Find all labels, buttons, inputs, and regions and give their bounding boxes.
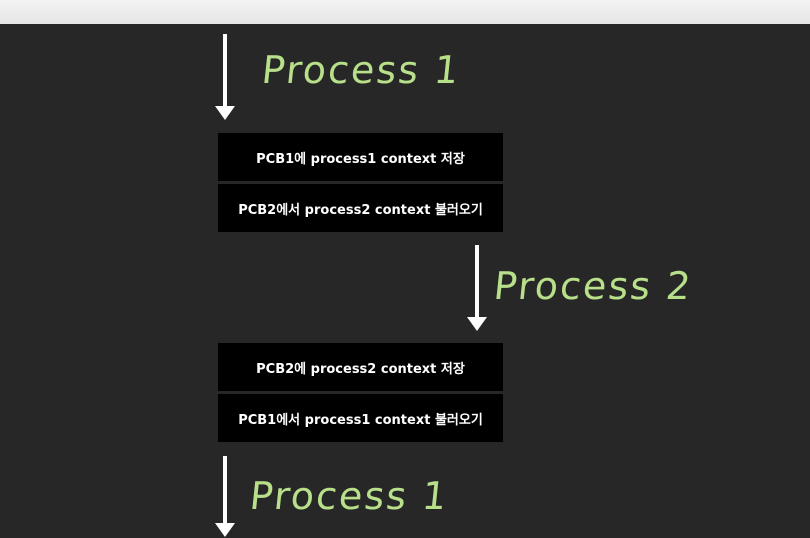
diagram-canvas bbox=[0, 24, 810, 538]
process-label-3: Process 1 bbox=[247, 474, 451, 518]
step-box-4: PCB1에서 process1 context 불러오기 bbox=[218, 394, 503, 442]
down-arrow-1 bbox=[215, 34, 235, 120]
down-arrow-2 bbox=[467, 245, 487, 331]
process-label-1: Process 1 bbox=[259, 48, 463, 92]
top-paper-strip bbox=[0, 0, 810, 24]
step-box-3: PCB2에 process2 context 저장 bbox=[218, 343, 503, 391]
down-arrow-3 bbox=[215, 456, 235, 537]
step-box-1: PCB1에 process1 context 저장 bbox=[218, 133, 503, 181]
step-box-2: PCB2에서 process2 context 불러오기 bbox=[218, 184, 503, 232]
process-label-2: Process 2 bbox=[491, 264, 695, 308]
